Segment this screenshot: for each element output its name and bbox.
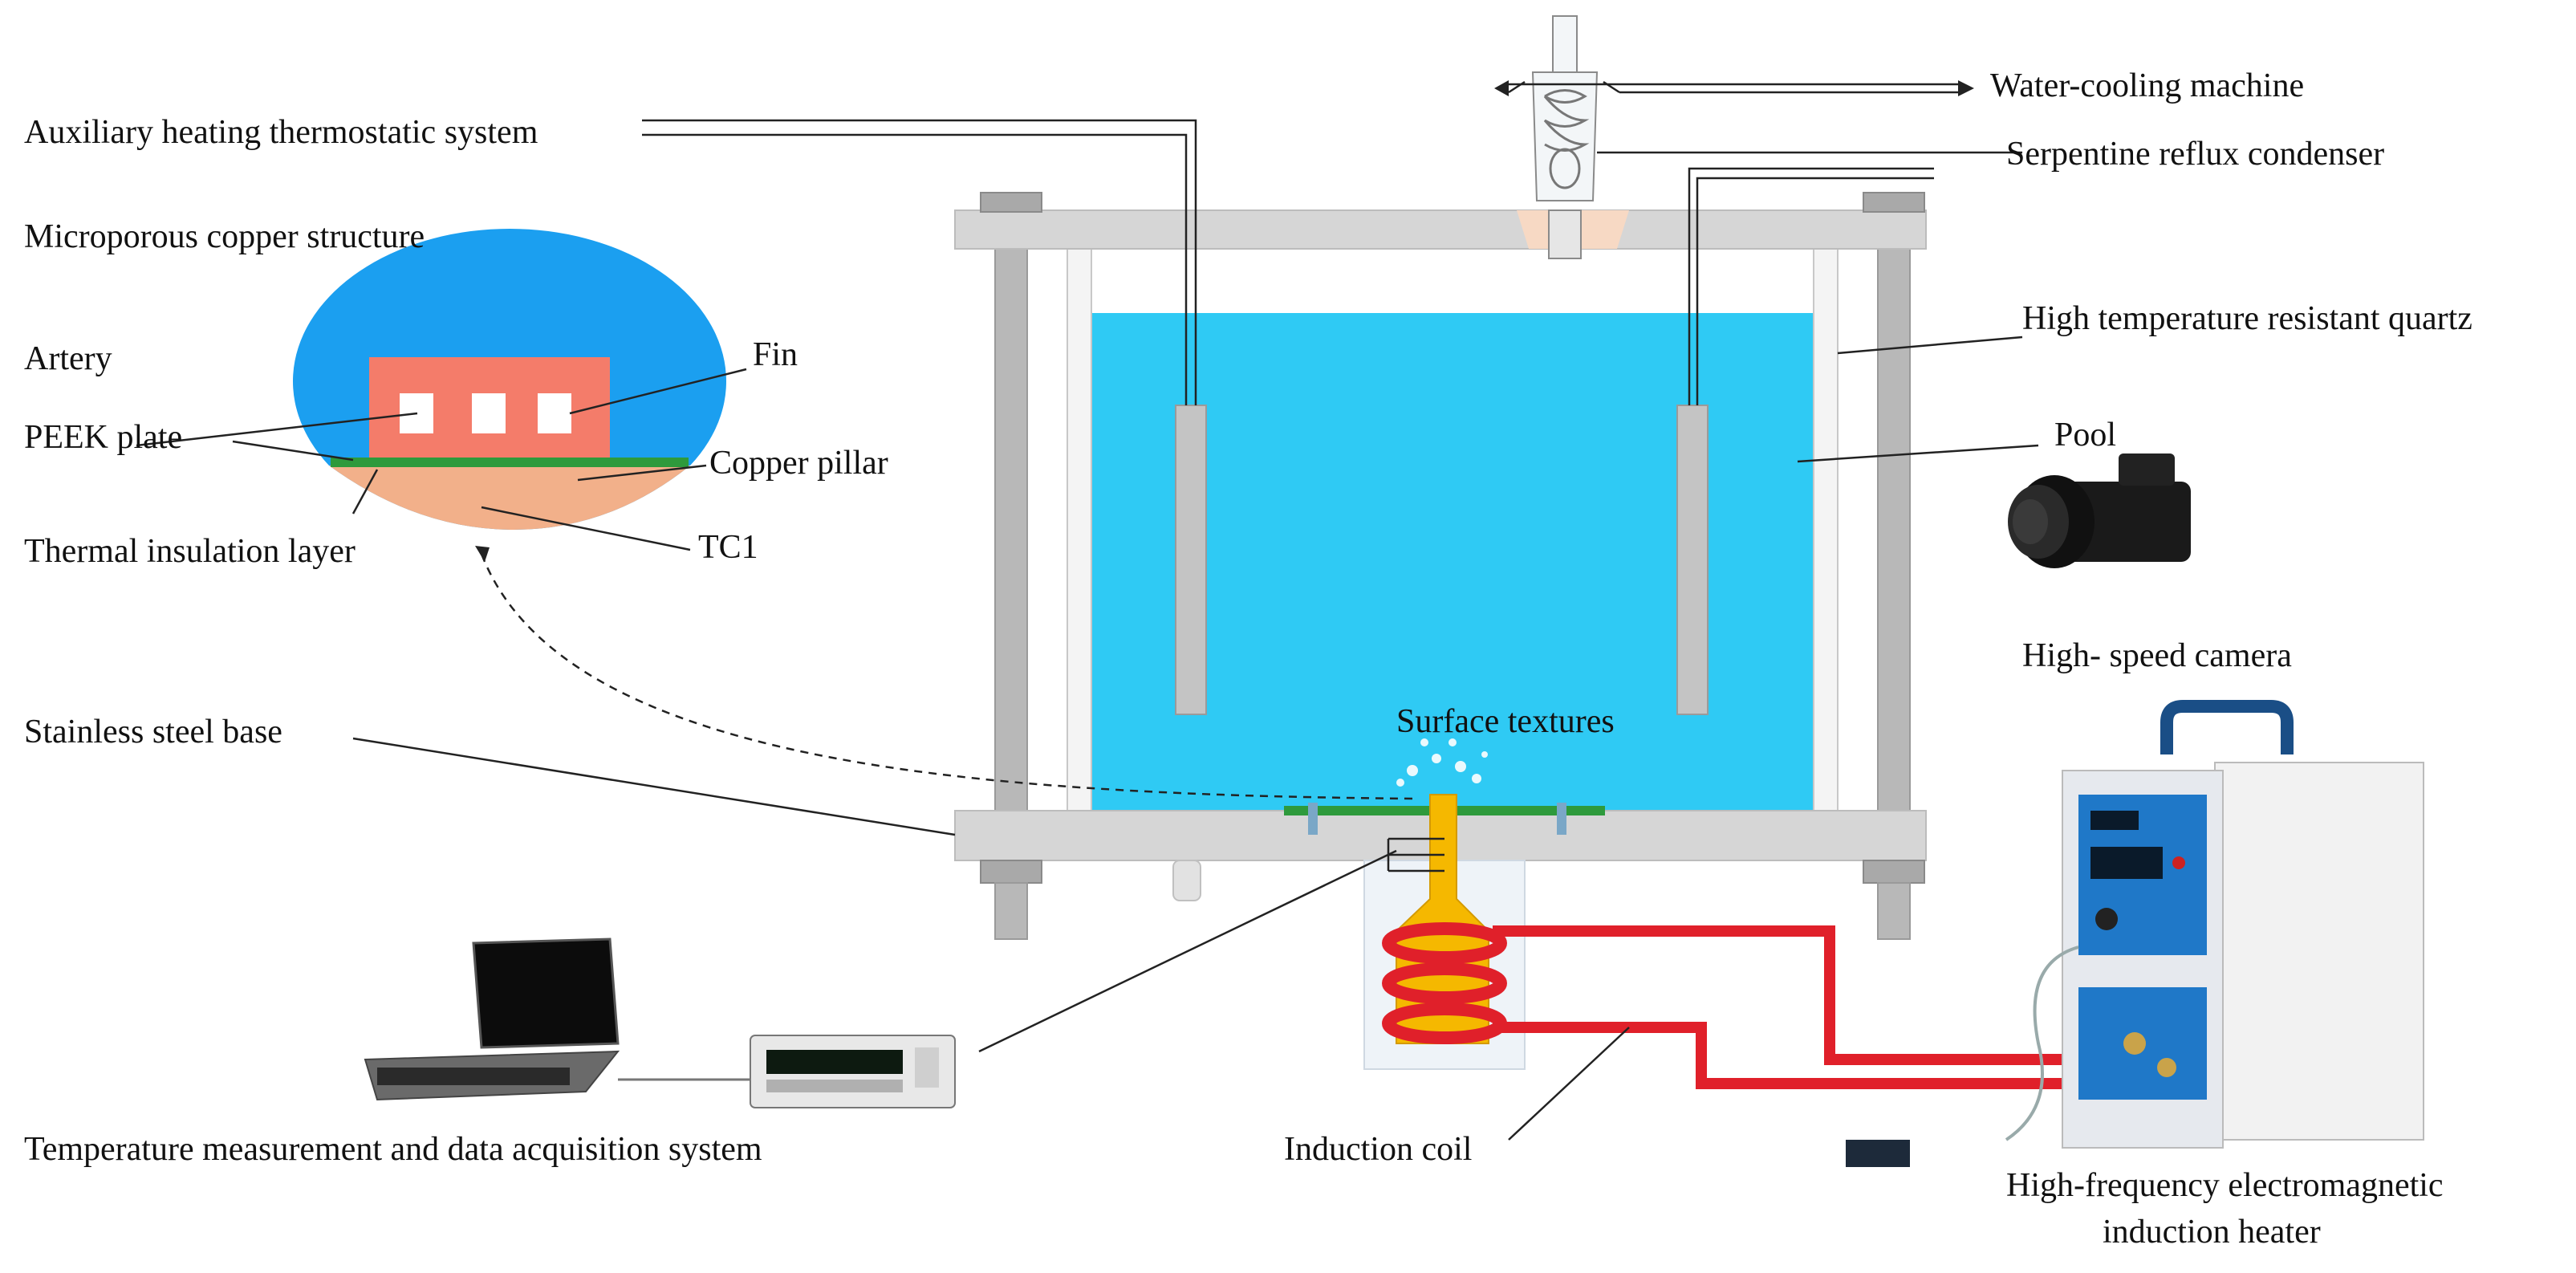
label-camera: High- speed camera xyxy=(2022,637,2292,674)
label-artery: Artery xyxy=(24,340,112,377)
heater-wire-right xyxy=(1688,167,1934,405)
heating-rod-right xyxy=(1676,405,1709,715)
induction-coil xyxy=(1382,922,1507,1044)
serpentine-condenser xyxy=(1494,15,1974,259)
laptop-icon xyxy=(364,937,620,1101)
label-heater-line2: induction heater xyxy=(2103,1214,2321,1251)
label-pool: Pool xyxy=(2054,417,2116,453)
heater-wire-left xyxy=(642,119,1197,405)
artery-channel-3 xyxy=(538,393,571,433)
label-copper-pillar: Copper pillar xyxy=(709,445,888,482)
multimeter-icon xyxy=(618,1035,956,1108)
bubbles xyxy=(1396,738,1488,787)
label-surface-textures: Surface textures xyxy=(1396,703,1615,740)
label-temp-measurement: Temperature measurement and data acquisi… xyxy=(24,1131,762,1168)
heater-icon xyxy=(1846,700,2424,1167)
label-tc1: TC1 xyxy=(698,529,758,566)
label-water-cooling: Water-cooling machine xyxy=(1990,67,2304,104)
label-stainless-base: Stainless steel base xyxy=(24,714,282,750)
label-heater-line1: High-frequency electromagnetic xyxy=(2006,1167,2444,1204)
artery-channel-2 xyxy=(472,393,506,433)
inset-peek-strip xyxy=(331,458,689,467)
quartz-wall-left xyxy=(1067,248,1092,811)
label-aux-heating: Auxiliary heating thermostatic system xyxy=(24,114,538,151)
label-microporous: Microporous copper structure xyxy=(24,218,425,255)
label-serpentine: Serpentine reflux condenser xyxy=(2006,136,2384,173)
nut-bottom-left xyxy=(980,860,1042,884)
bolt-left xyxy=(1308,803,1318,835)
label-induction-coil: Induction coil xyxy=(1284,1131,1472,1168)
rod-end-left xyxy=(994,882,1028,940)
apparatus xyxy=(642,15,2135,1089)
camera-icon xyxy=(2008,453,2191,568)
copper-pillar-yellow xyxy=(1396,794,1489,1044)
inset-detail xyxy=(293,228,727,530)
inset-copper-pillar xyxy=(329,466,690,530)
nut-top-left xyxy=(980,192,1042,213)
nut-top-right xyxy=(1863,192,1925,213)
thermocouple-leads xyxy=(1387,837,1444,872)
nut-bottom-right xyxy=(1863,860,1925,884)
coil-lead-bottom xyxy=(1493,1022,2135,1089)
heating-rod-left xyxy=(1175,405,1207,715)
coil-lead-top xyxy=(1493,925,2135,1065)
label-peek: PEEK plate xyxy=(24,419,182,456)
rod-left xyxy=(994,224,1028,916)
rod-end-right xyxy=(1877,882,1911,940)
bolt-right xyxy=(1557,803,1566,835)
label-fin: Fin xyxy=(753,336,798,373)
label-quartz: High temperature resistant quartz xyxy=(2022,300,2472,337)
top-plate xyxy=(954,209,1927,250)
base-foot xyxy=(1172,860,1201,901)
label-thermal-insulation: Thermal insulation layer xyxy=(24,533,356,570)
quartz-wall-right xyxy=(1813,248,1839,811)
leader-lines xyxy=(136,151,2039,1141)
